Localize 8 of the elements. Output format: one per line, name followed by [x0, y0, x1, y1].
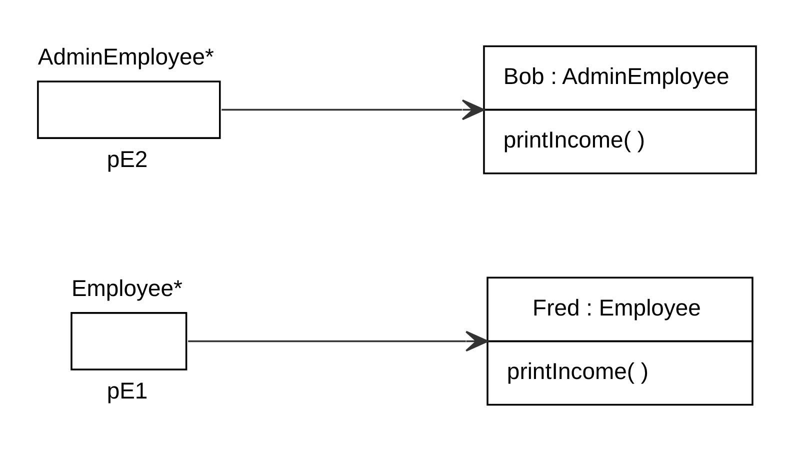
- node-label: AdminEmployee*: [38, 44, 214, 70]
- node-box: [37, 80, 221, 139]
- arrow: [222, 99, 485, 120]
- node-label: Employee*: [71, 274, 182, 301]
- arrow: [188, 330, 488, 352]
- node-label: pE2: [106, 146, 148, 172]
- node-label: pE1: [106, 377, 148, 404]
- node-box: [70, 312, 188, 370]
